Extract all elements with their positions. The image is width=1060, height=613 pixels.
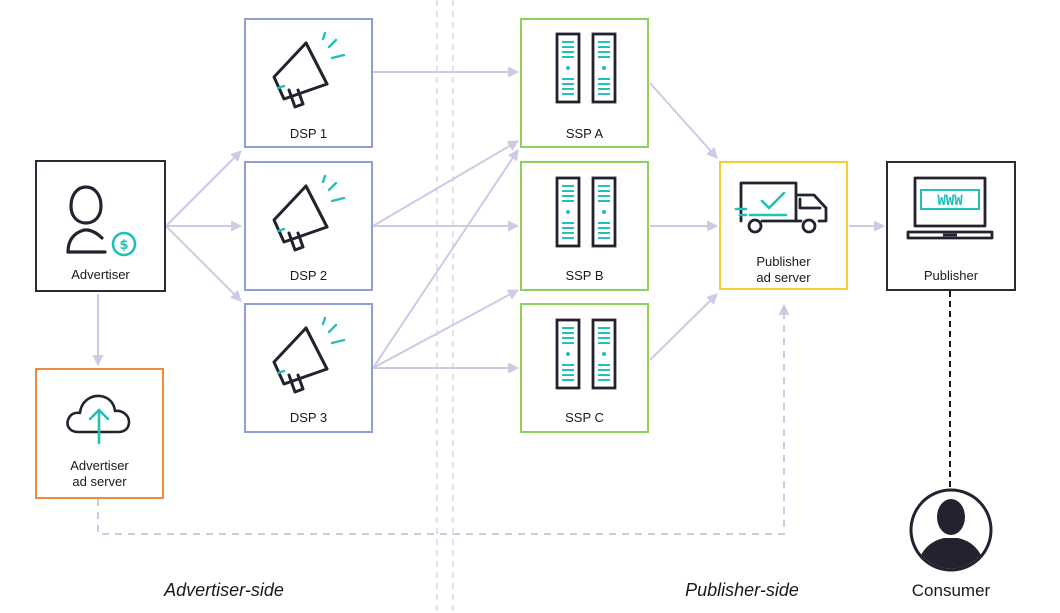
advertiser-side-label: Advertiser-side	[163, 580, 284, 600]
advertiser-ad-server-label-line1: Advertiser	[70, 458, 129, 473]
node-advertiser[interactable]: $ Advertiser	[35, 160, 166, 292]
arrow-sspc-pubadserver	[649, 293, 718, 361]
node-dsp-2[interactable]: DSP 2	[244, 161, 373, 291]
node-dsp-1[interactable]: DSP 1	[244, 18, 373, 148]
cloud-upload-icon	[66, 394, 131, 445]
advertiser-ad-server-label-line2: ad server	[72, 474, 127, 489]
node-publisher-ad-server[interactable]: Publisher ad server	[719, 161, 848, 290]
node-ssp-c[interactable]: SSP C	[520, 303, 649, 433]
consumer-label: Consumer	[912, 581, 991, 600]
user-dollar-icon: $	[66, 185, 137, 257]
consumer-avatar-icon	[909, 488, 993, 572]
node-publisher[interactable]: WWW Publisher	[886, 161, 1016, 291]
node-advertiser-ad-server[interactable]: Advertiser ad server	[35, 368, 164, 499]
node-ssp-a[interactable]: SSP A	[520, 18, 649, 148]
node-consumer[interactable]: Consumer	[909, 488, 993, 600]
publisher-ad-server-label-line1: Publisher	[756, 254, 811, 269]
www-screen-text: WWW	[937, 193, 963, 209]
ssp-b-label: SSP B	[565, 268, 603, 283]
connections	[92, 66, 886, 535]
svg-text:$: $	[119, 238, 128, 253]
server-rack-icon	[555, 32, 617, 104]
advertiser-label: Advertiser	[71, 267, 130, 282]
arrow-dsp3-sspb	[372, 289, 519, 369]
dsp-1-label: DSP 1	[290, 126, 327, 141]
publisher-ad-server-label-line2: ad server	[756, 270, 811, 285]
publisher-label: Publisher	[924, 268, 979, 283]
laptop-www-icon: WWW	[906, 176, 994, 240]
dsp-3-label: DSP 3	[290, 410, 327, 425]
arrow-sspa-pubadserver	[649, 82, 718, 159]
arrow-dsp3-sspa	[372, 149, 519, 369]
megaphone-icon	[272, 316, 346, 394]
arrow-advertiser-dsp3	[165, 225, 242, 302]
megaphone-icon	[272, 174, 346, 252]
publisher-side-label: Publisher-side	[685, 580, 799, 600]
ssp-c-label: SSP C	[565, 410, 604, 425]
dashed-arrow-adserver-to-pubadserver	[97, 303, 790, 535]
server-rack-icon	[555, 176, 617, 248]
ssp-a-label: SSP A	[566, 126, 604, 141]
server-rack-icon	[555, 318, 617, 390]
node-ssp-b[interactable]: SSP B	[520, 161, 649, 291]
dsp-2-label: DSP 2	[290, 268, 327, 283]
arrow-advertiser-dsp1	[165, 150, 242, 227]
node-dsp-3[interactable]: DSP 3	[244, 303, 373, 433]
delivery-truck-icon	[734, 181, 828, 234]
arrow-dsp2-sspa	[372, 140, 519, 227]
megaphone-icon	[272, 31, 346, 109]
side-divider	[436, 0, 454, 613]
